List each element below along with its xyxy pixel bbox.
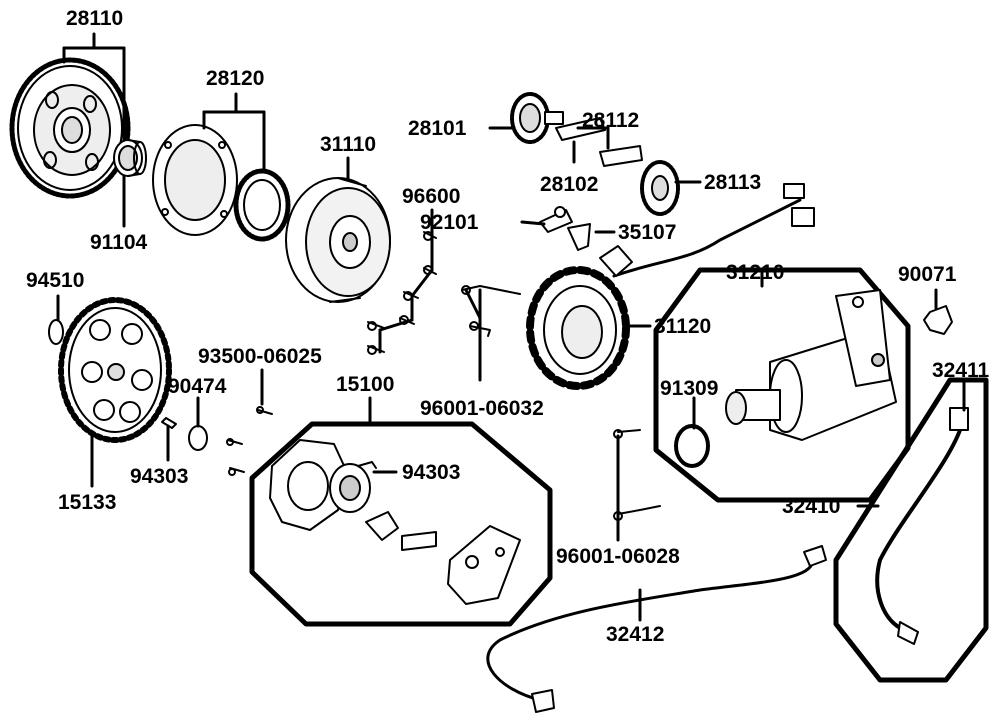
label-32411: 32411 xyxy=(932,359,990,382)
battery-cable-frame xyxy=(833,377,989,683)
nut xyxy=(923,305,953,335)
battery-cable xyxy=(875,407,969,645)
label-15100: 15100 xyxy=(336,373,395,396)
stator xyxy=(526,183,815,390)
starter-motor-frame xyxy=(653,267,911,503)
label-28112: 28112 xyxy=(582,109,640,132)
label-94303-pump: 94303 xyxy=(402,461,461,484)
ground-cable xyxy=(486,545,827,713)
label-90474: 90474 xyxy=(168,375,227,398)
label-96600: 96600 xyxy=(402,185,461,208)
starter-driven-gear xyxy=(9,57,131,199)
label-32410: 32410 xyxy=(782,495,841,518)
idle-gear-set xyxy=(510,92,680,216)
label-28101: 28101 xyxy=(408,117,467,140)
label-31110: 31110 xyxy=(320,133,377,156)
label-31120: 31120 xyxy=(654,315,712,338)
starter-motor xyxy=(674,289,897,468)
small-fasteners xyxy=(161,406,273,476)
circlip xyxy=(48,319,64,345)
label-28113: 28113 xyxy=(704,171,762,194)
label-32412: 32412 xyxy=(606,623,665,646)
label-96001-06028: 96001-06028 xyxy=(556,545,680,568)
oil-pump-components xyxy=(269,439,521,605)
label-92101: 92101 xyxy=(420,211,479,234)
label-94510: 94510 xyxy=(26,269,85,292)
starter-bolts xyxy=(613,429,661,521)
label-96001-06032: 96001-06032 xyxy=(420,397,544,420)
oil-pump-gear xyxy=(58,297,172,443)
flywheel xyxy=(285,177,391,303)
starter-clutch xyxy=(152,124,291,242)
label-90071: 90071 xyxy=(898,263,957,286)
label-31210: 31210 xyxy=(726,261,785,284)
oil-pump-group-frame xyxy=(249,421,553,627)
label-28110: 28110 xyxy=(66,7,124,30)
label-91309: 91309 xyxy=(660,377,719,400)
label-15133: 15133 xyxy=(58,491,117,514)
label-28120: 28120 xyxy=(206,67,265,90)
leader-lines xyxy=(56,32,966,622)
needle-bearing xyxy=(113,139,147,177)
label-28102: 28102 xyxy=(540,173,599,196)
pulse-sensor xyxy=(539,206,591,251)
label-94303-left: 94303 xyxy=(130,465,189,488)
label-91104: 91104 xyxy=(90,231,148,254)
label-93500-06025: 93500-06025 xyxy=(198,345,322,368)
label-35107: 35107 xyxy=(618,221,677,244)
stator-bolts xyxy=(461,285,521,337)
